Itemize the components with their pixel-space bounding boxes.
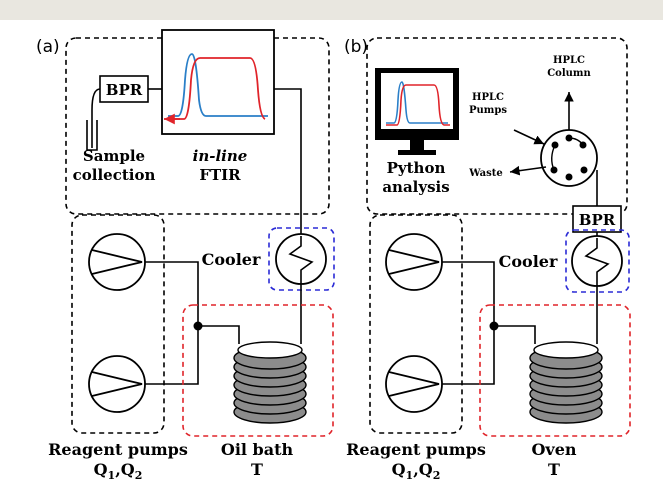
pumps-box-a <box>71 214 165 434</box>
panel-a: (a) BPR Sample collection in-line FTIR <box>36 29 335 482</box>
reagent-pump-1-a <box>88 233 146 291</box>
oven-label-2: T <box>548 460 560 479</box>
panel-b: (b) Python analysis HPLC Column <box>344 37 631 482</box>
sample-label-2: collection <box>73 166 156 184</box>
reactor-coil-b <box>529 341 603 424</box>
sample-vial <box>86 120 98 151</box>
oven-box <box>479 304 631 437</box>
ftir-trace-blue <box>168 53 268 117</box>
waste-arrow <box>509 165 547 176</box>
oven-label-1: Oven <box>531 440 576 459</box>
sample-line <box>91 88 101 148</box>
python-label-2: analysis <box>382 178 449 196</box>
cooler-box-b <box>565 229 630 293</box>
monitor-icon <box>375 68 459 155</box>
analysis-box-b <box>366 37 628 215</box>
flow-chemistry-diagram: (a) BPR Sample collection in-line FTIR <box>36 29 631 482</box>
oil-bath-box <box>182 304 334 437</box>
reagent-label-b: Reagent pumps <box>346 440 486 459</box>
reagent-label-a: Reagent pumps <box>48 440 188 459</box>
q-label-b: Q1,Q2 <box>392 460 441 482</box>
reagent-pump-2-a <box>88 355 146 413</box>
cooler-label-b: Cooler <box>499 252 558 271</box>
reactor-coil-a <box>233 341 307 424</box>
hplc-pumps-arrow <box>513 129 545 145</box>
hplc-pumps-label-2: Pumps <box>469 105 507 116</box>
ftir-label-2: FTIR <box>199 166 241 184</box>
hplc-column-label-2: Column <box>547 68 591 79</box>
hplc-injection-valve <box>540 129 598 187</box>
reagent-pump-2-b <box>385 355 443 413</box>
oil-bath-label-1: Oil bath <box>221 440 294 459</box>
python-label-1: Python <box>387 159 446 177</box>
hplc-pumps-label-1: HPLC <box>472 92 504 103</box>
hplc-column-label-1: HPLC <box>553 55 585 66</box>
ftir-trace-red <box>168 57 266 120</box>
oil-bath-label-2: T <box>251 460 263 479</box>
cooler-label-a: Cooler <box>202 250 261 269</box>
panel-b-tag: (b) <box>344 37 368 57</box>
q-label-a: Q1,Q2 <box>94 460 143 482</box>
panel-a-tag: (a) <box>36 37 60 57</box>
sample-label-1: Sample <box>83 147 145 165</box>
bpr-label-a: BPR <box>106 81 143 99</box>
top-bar <box>0 0 663 20</box>
waste-label: Waste <box>468 168 502 179</box>
ftir-label-1: in-line <box>193 147 248 165</box>
reagent-pump-1-b <box>385 233 443 291</box>
pumps-box-b <box>369 214 463 434</box>
bpr-label-b: BPR <box>579 211 616 229</box>
